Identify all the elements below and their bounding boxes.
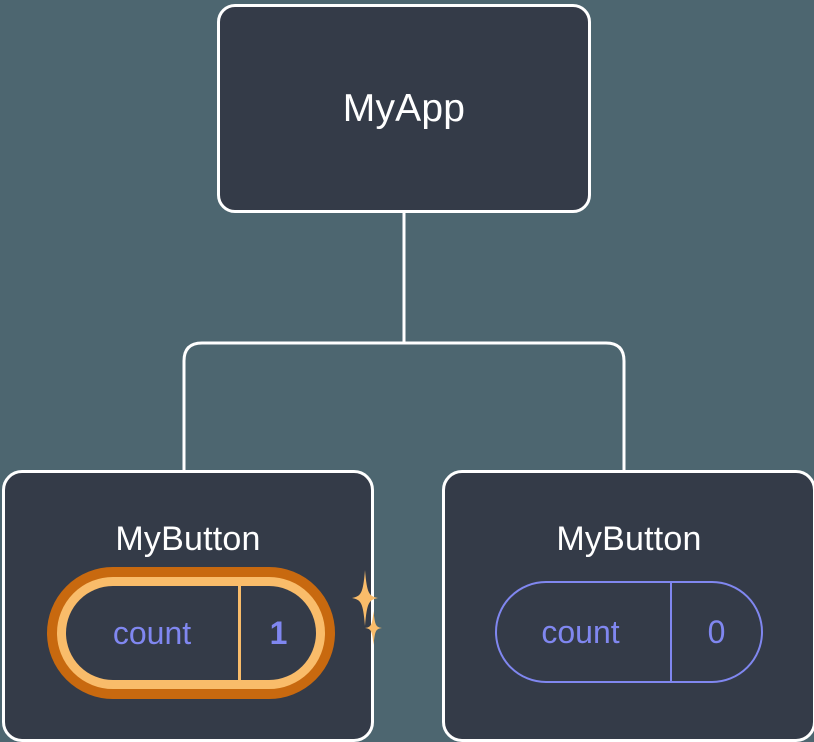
- sparkle-small-icon: [365, 611, 382, 645]
- node-child-right-title: MyButton: [556, 520, 702, 558]
- node-root-myapp[interactable]: MyApp: [217, 4, 591, 213]
- state-pill-wrapper-left: count 1: [47, 567, 382, 699]
- node-child-mybutton-idle[interactable]: MyButton count 0: [442, 470, 814, 742]
- state-key-label: count: [112, 614, 192, 651]
- state-value-label: 0: [670, 583, 761, 681]
- node-child-mybutton-updated[interactable]: MyButton count 1: [2, 470, 382, 742]
- connector-branch-bar: [182, 341, 626, 472]
- sparkle-large-icon: [352, 570, 378, 626]
- state-pill-inner: count 1: [66, 586, 316, 680]
- node-child-left-title: MyButton: [115, 520, 261, 558]
- node-root-title: MyApp: [342, 86, 466, 130]
- state-value-label: 1: [238, 586, 316, 680]
- state-pill-wrapper-right: count 0: [495, 581, 763, 683]
- state-key-label: count: [541, 613, 620, 650]
- sparkles-icon: [352, 570, 382, 645]
- state-pill-highlighted[interactable]: count 1: [47, 567, 335, 699]
- state-pill-normal[interactable]: count 0: [495, 581, 763, 683]
